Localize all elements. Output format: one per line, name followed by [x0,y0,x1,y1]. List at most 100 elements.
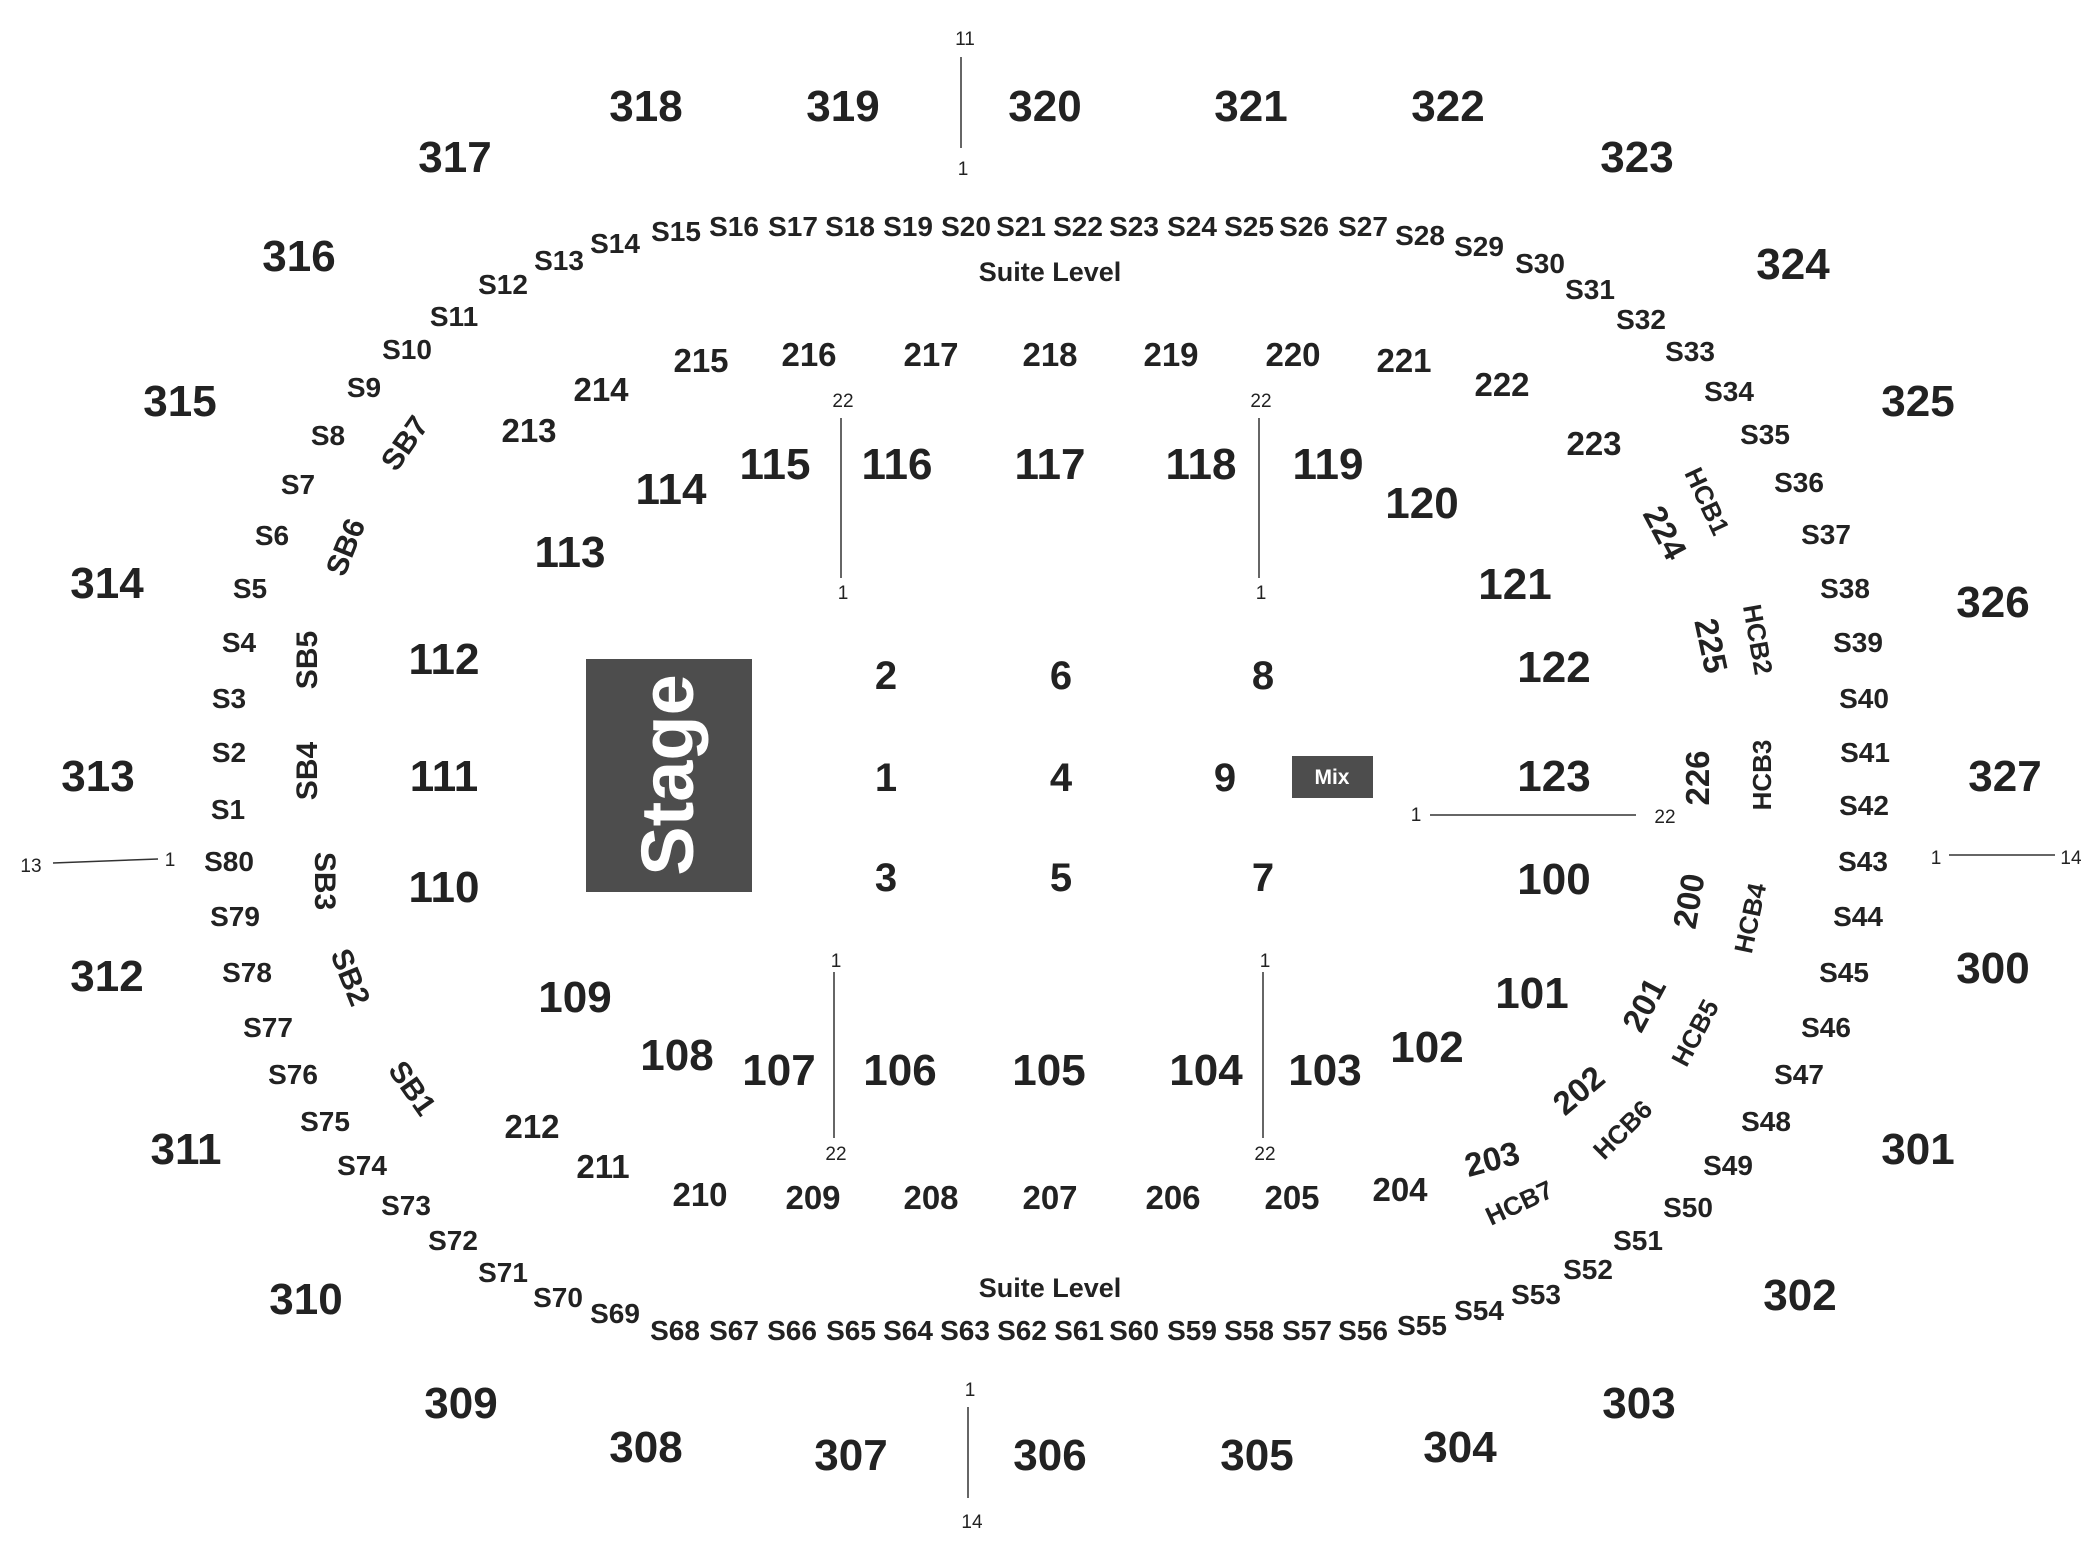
floor-section-1[interactable]: 1 [875,756,897,800]
section-226[interactable]: 226 [1679,750,1716,805]
floor-section-3[interactable]: 3 [875,856,897,900]
section-225[interactable]: 225 [1687,615,1735,677]
section-316[interactable]: 316 [262,232,335,281]
section-210[interactable]: 210 [672,1176,727,1213]
suite-s40[interactable]: S40 [1839,683,1889,714]
suite-s59[interactable]: S59 [1167,1315,1217,1346]
suite-s67[interactable]: S67 [709,1315,759,1346]
section-320[interactable]: 320 [1008,82,1081,131]
suite-s71[interactable]: S71 [478,1257,528,1288]
suite-s15[interactable]: S15 [651,216,701,247]
section-223[interactable]: 223 [1566,425,1621,462]
section-327[interactable]: 327 [1968,752,2041,801]
section-319[interactable]: 319 [806,82,879,131]
box-hcb4[interactable]: HCB4 [1728,880,1772,956]
suite-s21[interactable]: S21 [996,211,1046,242]
suite-s45[interactable]: S45 [1819,957,1869,988]
suite-s30[interactable]: S30 [1515,248,1565,279]
box-sb5[interactable]: SB5 [291,631,324,689]
section-305[interactable]: 305 [1220,1431,1293,1480]
section-201[interactable]: 201 [1615,972,1674,1038]
suite-s36[interactable]: S36 [1774,467,1824,498]
suite-s33[interactable]: S33 [1665,336,1715,367]
suite-s17[interactable]: S17 [768,211,818,242]
suite-s19[interactable]: S19 [883,211,933,242]
suite-s25[interactable]: S25 [1224,211,1274,242]
section-204[interactable]: 204 [1372,1171,1428,1208]
suite-s31[interactable]: S31 [1565,274,1615,305]
section-313[interactable]: 313 [61,752,134,801]
suite-s78[interactable]: S78 [222,957,272,988]
section-104[interactable]: 104 [1169,1046,1243,1095]
suite-s69[interactable]: S69 [590,1298,640,1329]
section-200[interactable]: 200 [1666,871,1712,932]
section-219[interactable]: 219 [1143,336,1198,373]
section-122[interactable]: 122 [1517,643,1590,692]
suite-s74[interactable]: S74 [337,1150,387,1181]
section-106[interactable]: 106 [863,1046,936,1095]
section-110[interactable]: 110 [409,863,480,912]
suite-s73[interactable]: S73 [381,1190,431,1221]
box-sb1[interactable]: SB1 [382,1055,443,1122]
box-hcb7[interactable]: HCB7 [1481,1174,1558,1231]
section-114[interactable]: 114 [636,465,708,514]
section-112[interactable]: 112 [409,635,480,684]
suite-s12[interactable]: S12 [478,269,528,300]
suite-s27[interactable]: S27 [1338,211,1388,242]
section-325[interactable]: 325 [1881,377,1954,426]
section-220[interactable]: 220 [1265,336,1320,373]
section-322[interactable]: 322 [1411,82,1484,131]
suite-s63[interactable]: S63 [940,1315,990,1346]
floor-section-9[interactable]: 9 [1214,756,1236,800]
suite-s49[interactable]: S49 [1703,1150,1753,1181]
section-206[interactable]: 206 [1145,1179,1200,1216]
suite-s18[interactable]: S18 [825,211,875,242]
section-314[interactable]: 314 [70,559,144,608]
section-100[interactable]: 100 [1517,855,1590,904]
section-117[interactable]: 117 [1015,440,1086,489]
section-326[interactable]: 326 [1956,578,2029,627]
suite-s1[interactable]: S1 [211,794,245,825]
suite-s42[interactable]: S42 [1839,790,1889,821]
section-212[interactable]: 212 [504,1108,559,1145]
section-211[interactable]: 211 [576,1148,629,1185]
section-207[interactable]: 207 [1022,1179,1077,1216]
suite-s4[interactable]: S4 [222,627,257,658]
suite-s39[interactable]: S39 [1833,627,1883,658]
suite-s55[interactable]: S55 [1397,1310,1447,1341]
suite-s70[interactable]: S70 [533,1282,583,1313]
suite-s11[interactable]: S11 [430,301,478,332]
section-116[interactable]: 116 [862,440,933,489]
floor-section-5[interactable]: 5 [1050,856,1072,900]
suite-s61[interactable]: S61 [1054,1315,1104,1346]
suite-s10[interactable]: S10 [382,334,432,365]
suite-s75[interactable]: S75 [300,1106,350,1137]
suite-s41[interactable]: S41 [1840,737,1890,768]
section-312[interactable]: 312 [70,952,143,1001]
section-217[interactable]: 217 [903,336,958,373]
stage[interactable]: Stage [586,659,752,892]
suite-s26[interactable]: S26 [1279,211,1329,242]
suite-s37[interactable]: S37 [1801,519,1851,550]
section-317[interactable]: 317 [418,133,491,182]
section-107[interactable]: 107 [742,1046,815,1095]
section-108[interactable]: 108 [640,1031,713,1080]
suite-s76[interactable]: S76 [268,1059,318,1090]
suite-s64[interactable]: S64 [883,1315,933,1346]
section-308[interactable]: 308 [609,1423,682,1472]
section-323[interactable]: 323 [1600,133,1673,182]
box-hcb1[interactable]: HCB1 [1679,463,1736,540]
box-hcb2[interactable]: HCB2 [1737,602,1779,677]
suite-s6[interactable]: S6 [255,520,289,551]
suite-s68[interactable]: S68 [650,1315,700,1346]
section-222[interactable]: 222 [1474,366,1529,403]
section-123[interactable]: 123 [1517,752,1590,801]
section-209[interactable]: 209 [785,1179,840,1216]
section-118[interactable]: 118 [1166,440,1237,489]
section-121[interactable]: 121 [1478,560,1551,609]
suite-s58[interactable]: S58 [1224,1315,1274,1346]
section-318[interactable]: 318 [609,82,682,131]
box-sb4[interactable]: SB4 [291,742,324,801]
suite-s16[interactable]: S16 [709,211,759,242]
section-221[interactable]: 221 [1376,342,1431,379]
